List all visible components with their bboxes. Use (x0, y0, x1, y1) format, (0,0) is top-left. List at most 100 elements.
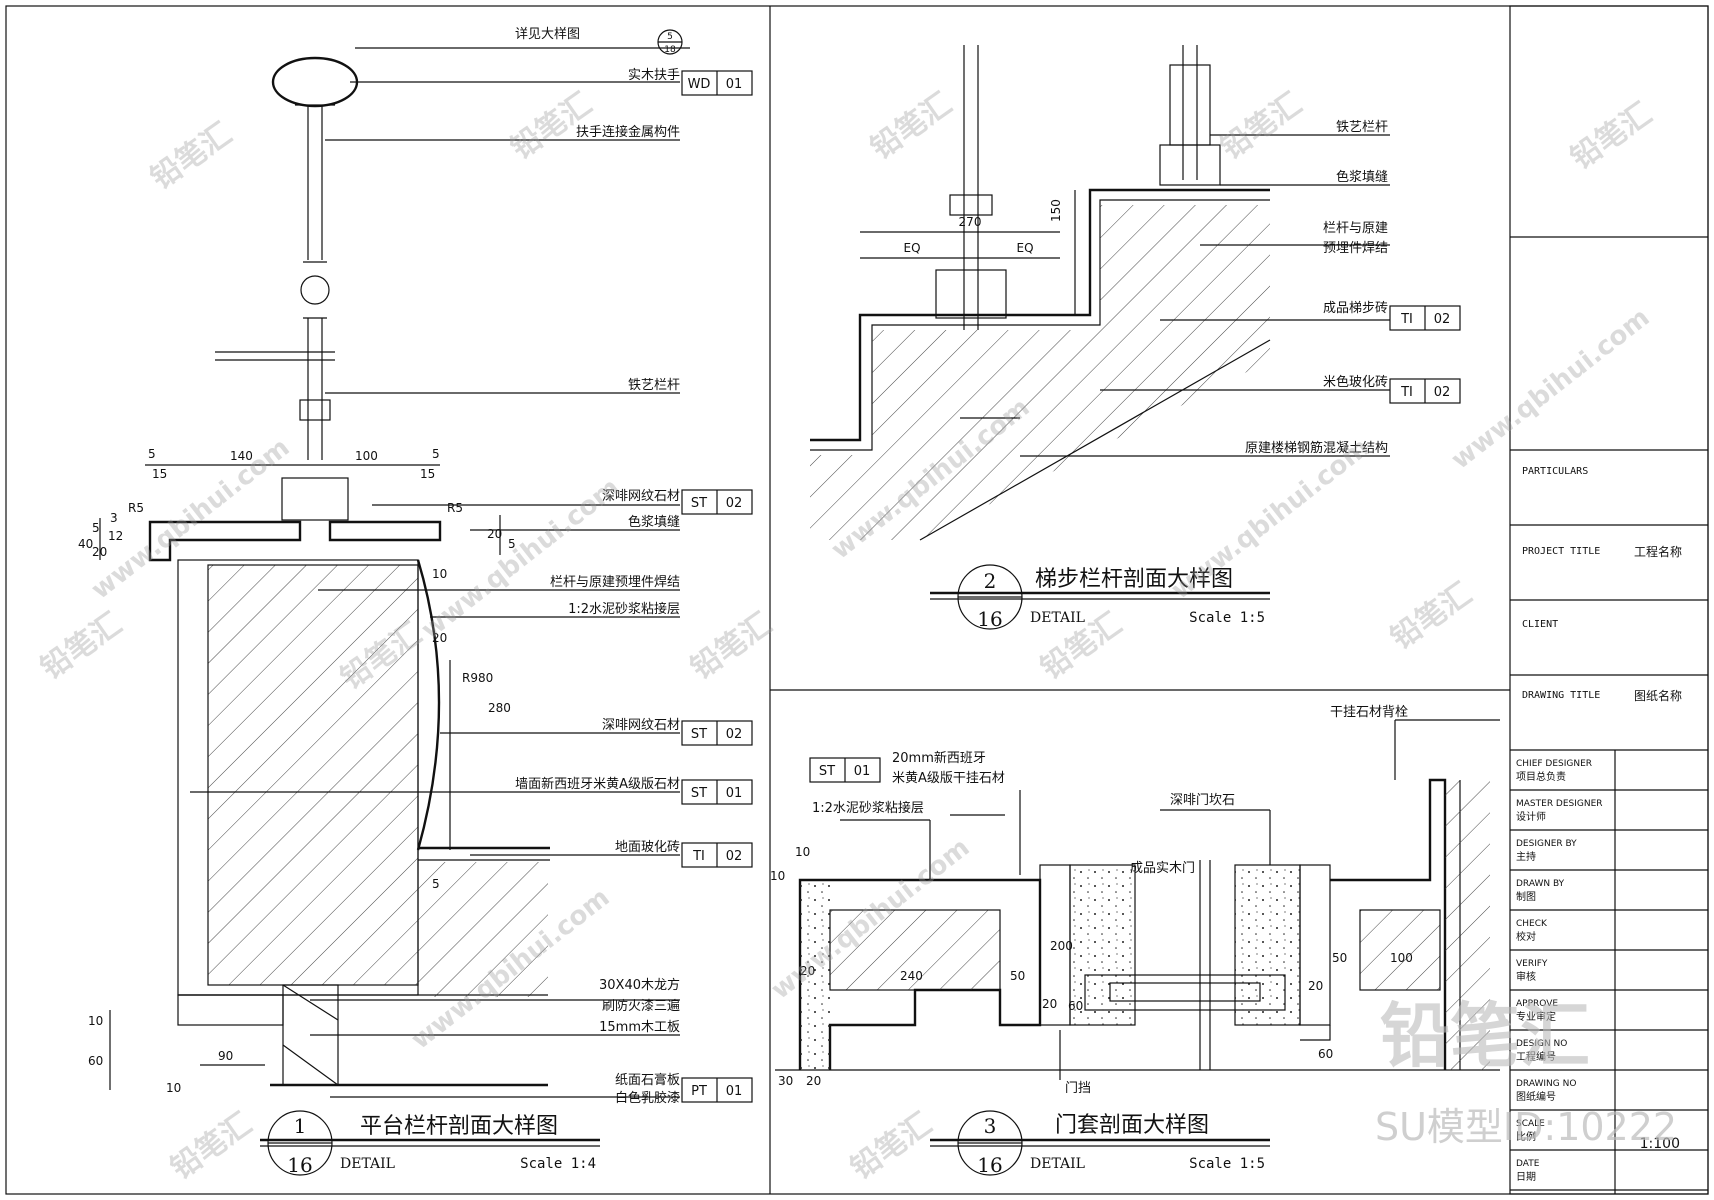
dim: 15 (420, 467, 435, 481)
tb-row-en: SCALE (1516, 1119, 1545, 1129)
dim: 200 (1050, 939, 1073, 953)
watermark-brand: 铅笔汇 (845, 1106, 939, 1186)
tag-1-1: ST 02 (681, 489, 753, 515)
detail-1-drawing (99, 47, 690, 1176)
label-2-1: 铁艺栏杆 (1336, 120, 1388, 135)
watermark-brand: 铅笔汇 (145, 116, 239, 196)
dim: 5 (432, 447, 440, 461)
dim: 3 (110, 511, 118, 525)
tb-row-cn: 设计师 (1516, 810, 1546, 823)
dim: 20 (806, 1074, 821, 1088)
tb-scale-value: 1:100 (1640, 1136, 1680, 1152)
tag-2-0: TI 02 (1389, 305, 1461, 331)
dim: 50 (1010, 969, 1025, 983)
callout-top: 5 (667, 32, 673, 42)
tb-row-en: DRAWN BY (1516, 879, 1565, 889)
svg-text:01: 01 (726, 786, 743, 801)
tb-row-cn: 图纸编号 (1516, 1090, 1556, 1103)
svg-text:WD: WD (688, 77, 711, 92)
dim: 20 (92, 545, 107, 559)
svg-text:01: 01 (854, 764, 871, 779)
svg-text:TI: TI (1400, 312, 1413, 327)
dim: 240 (900, 969, 923, 983)
dim: R5 (447, 501, 463, 515)
tb-project-title-cn: 工程名称 (1634, 544, 1682, 559)
label-3-7: 门挡 (1065, 1081, 1091, 1096)
tb-row-en: DESIGN NO (1516, 1039, 1567, 1049)
dim: 150 (1049, 199, 1063, 222)
label-3-3: 米黄A级版干挂石材 (892, 771, 1005, 786)
dim: 12 (108, 529, 123, 543)
label-1-15: 纸面石膏板 (615, 1072, 680, 1088)
svg-text:02: 02 (726, 727, 743, 742)
svg-text:TI: TI (1400, 385, 1413, 400)
svg-text:TI: TI (692, 849, 705, 864)
watermark-brand: 铅笔汇 (1385, 576, 1479, 656)
tag-3-0: ST 01 (809, 757, 881, 783)
dim: 60 (1068, 999, 1083, 1013)
label-2-2: 色浆填缝 (1336, 169, 1388, 185)
dim: 10 (432, 567, 447, 581)
svg-text:02: 02 (726, 496, 743, 511)
tb-row-cn: 日期 (1516, 1171, 1536, 1183)
dim: 10 (166, 1081, 181, 1095)
svg-text:01: 01 (726, 1084, 743, 1099)
dim: 10 (770, 869, 785, 883)
tb-row-cn: 项目总负责 (1516, 770, 1566, 783)
dim: 20 (1308, 979, 1323, 993)
label-1-9: 深啡网纹石材 (602, 718, 680, 733)
label-1-13: 刷防火漆三遍 (602, 998, 680, 1014)
tb-row-en: CHECK (1516, 919, 1548, 929)
tag-2-1: TI 02 (1389, 378, 1461, 404)
dim: 20 (1042, 997, 1057, 1011)
label-3-5: 深啡门坎石 (1170, 793, 1235, 808)
label-1-5: 深啡网纹石材 (602, 489, 680, 504)
svg-text:PT: PT (691, 1084, 707, 1099)
detail-3-text: 干挂石材背栓 ST 01 20mm新西班牙 米黄A级版干挂石材 1:2水泥砂浆粘… (770, 705, 1413, 1177)
label-1-11: 地面玻化砖 (615, 840, 680, 855)
dim: 15 (152, 467, 167, 481)
watermark-brand: 铅笔汇 (165, 1106, 259, 1186)
detail-1-detail-word: DETAIL (340, 1156, 395, 1172)
hatched-core (208, 565, 418, 985)
watermark-url: www.qbihui.com (416, 473, 626, 646)
dim: 20 (800, 964, 815, 978)
label-1-8: 1:2水泥砂浆粘接层 (568, 601, 680, 617)
watermark-brand: 铅笔汇 (35, 606, 129, 686)
detail-2-detail-word: DETAIL (1030, 610, 1085, 626)
tb-row-cn: 比例 (1516, 1130, 1536, 1143)
svg-text:02: 02 (1434, 385, 1451, 400)
dim: 100 (355, 449, 378, 463)
tb-row-en: APPROVE (1516, 999, 1558, 1009)
tb-client: CLIENT (1522, 619, 1558, 630)
detail-1-text: 详见大样图 5 18 实木扶手 扶手连接金属构件 铁艺栏杆 深啡网纹石材 色浆填… (78, 27, 753, 1177)
label-3-1: 干挂石材背栓 (1330, 705, 1408, 720)
detail-1-title: 平台栏杆剖面大样图 (360, 1114, 558, 1139)
detail-2-num-bottom: 16 (977, 607, 1002, 631)
tb-row-cn: 审核 (1516, 970, 1536, 983)
label-1-7: 栏杆与原建预埋件焊结 (550, 574, 680, 590)
label-1-14: 15mm木工板 (599, 1020, 680, 1035)
watermark-brand: 铅笔汇 (685, 606, 779, 686)
detail-2-drawing (810, 45, 1390, 630)
handrail-profile (271, 56, 359, 108)
detail-3-scale: Scale 1:5 (1189, 1156, 1265, 1172)
tb-particulars: PARTICULARS (1522, 466, 1588, 477)
tag-1-5: PT 01 (681, 1077, 753, 1103)
dim: 30 (778, 1074, 793, 1088)
label-2-5: 成品梯步砖 (1323, 301, 1388, 316)
dim: 270 (959, 215, 982, 229)
detail-1-num-bottom: 16 (287, 1153, 312, 1177)
label-1-1: 详见大样图 (515, 27, 580, 42)
detail-2-scale: Scale 1:5 (1189, 610, 1265, 626)
label-1-16: 白色乳胶漆 (615, 1090, 680, 1106)
title-block: PARTICULARS PROJECT TITLE 工程名称 CLIENT DR… (1509, 5, 1709, 1195)
label-2-3: 栏杆与原建 (1323, 221, 1388, 236)
tag-1-4: TI 02 (681, 842, 753, 868)
dim: EQ (903, 241, 920, 255)
label-1-4: 铁艺栏杆 (628, 378, 680, 393)
detail-3-detail-word: DETAIL (1030, 1156, 1085, 1172)
svg-text:02: 02 (726, 849, 743, 864)
